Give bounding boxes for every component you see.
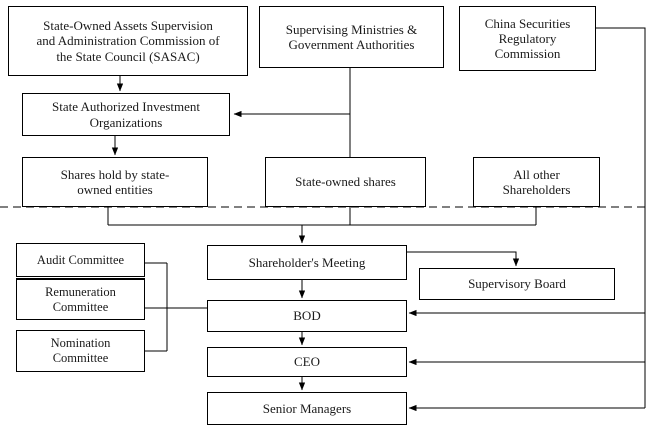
node-ceo-label: CEO [294,354,320,370]
node-remuneration-committee[interactable]: Remuneration Committee [16,278,145,320]
node-state-authorized-investment-organizations[interactable]: State Authorized Investment Organization… [22,93,230,136]
node-supervising-ministries-label: Supervising Ministries & Government Auth… [285,21,418,52]
node-remuneration-committee-label: Remuneration Committee [45,284,116,314]
edge-shareholders-meeting-to-supervisory-board [407,251,520,267]
node-senior-managers-label: Senior Managers [262,400,352,416]
node-all-other-shareholders[interactable]: All other Shareholders [473,157,600,207]
node-supervising-ministries[interactable]: Supervising Ministries & Government Auth… [259,6,444,68]
node-all-other-shareholders-label: All other Shareholders [502,166,571,197]
node-bod-label: BOD [293,308,321,324]
node-audit-committee[interactable]: Audit Committee [16,243,145,277]
node-shareholders-meeting-label: Shareholder's Meeting [248,254,366,270]
node-state-owned-shares-label: State-owned shares [295,174,396,190]
node-nomination-committee[interactable]: Nomination Committee [16,330,145,372]
node-audit-committee-label: Audit Committee [36,252,125,267]
node-sasac-label: State-Owned Assets Supervision and Admin… [36,18,220,64]
node-nomination-committee-label: Nomination Committee [50,336,111,365]
node-supervisory-board-label: Supervisory Board [468,276,566,292]
edge-csrc-trunk [596,27,646,408]
node-china-securities-regulatory-commission[interactable]: China Securities Regulatory Commission [459,6,596,71]
node-saio-label: State Authorized Investment Organization… [51,99,201,130]
node-sasac[interactable]: State-Owned Assets Supervision and Admin… [8,6,248,76]
node-csrc-label: China Securities Regulatory Commission [484,15,571,62]
node-bod[interactable]: BOD [207,300,407,332]
node-shares-hold-label: Shares hold by state- owned entities [60,166,170,197]
node-ceo[interactable]: CEO [207,347,407,377]
node-supervisory-board[interactable]: Supervisory Board [419,268,615,300]
node-shares-hold-by-state-owned-entities[interactable]: Shares hold by state- owned entities [22,157,208,207]
node-senior-managers[interactable]: Senior Managers [207,392,407,425]
node-shareholders-meeting[interactable]: Shareholder's Meeting [207,245,407,280]
node-state-owned-shares[interactable]: State-owned shares [265,157,426,207]
